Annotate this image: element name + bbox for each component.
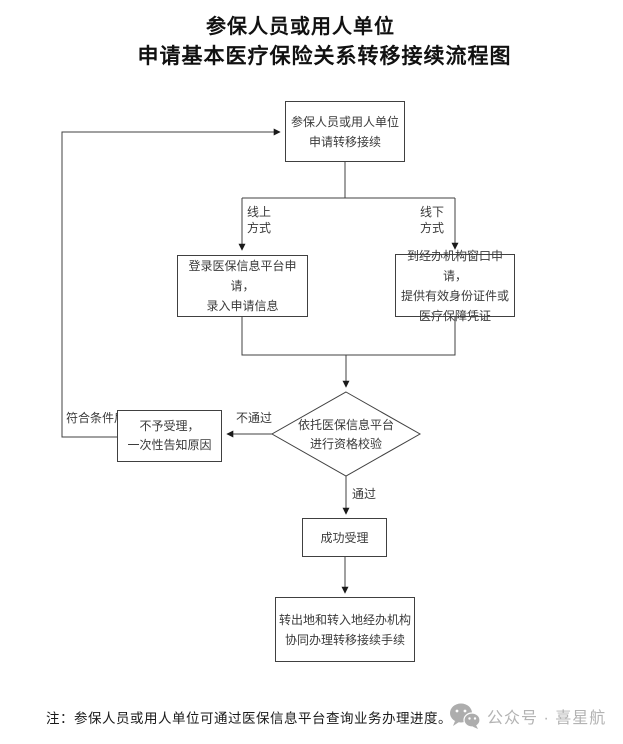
label-pass: 通过 — [352, 487, 377, 501]
node-start-apply: 参保人员或用人单位 申请转移接续 — [285, 101, 405, 162]
wechat-icon — [450, 703, 481, 729]
label-online-method: 线上 方式 — [247, 205, 272, 235]
node-accept: 成功受理 — [302, 518, 387, 557]
footer-note: 注：参保人员或用人单位可通过医保信息平台查询业务办理进度。 — [46, 711, 452, 726]
label-requalify: 符合条件后 — [66, 411, 127, 425]
page-title-line1: 参保人员或用人单位 — [206, 16, 395, 38]
label-offline-method: 线下 方式 — [420, 205, 445, 235]
label-fail: 不通过 — [236, 411, 273, 425]
node-online-apply: 登录医保信息平台申请， 录入申请信息 — [177, 255, 308, 317]
node-qualification-check: 依托医保信息平台 进行资格校验 — [297, 418, 394, 451]
node-reject: 不予受理， 一次性告知原因 — [117, 410, 222, 462]
watermark-text: 公众号 · 喜星航 — [487, 710, 607, 727]
node-final-transfer: 转出地和转入地经办机构 协同办理转移接续手续 — [275, 597, 415, 662]
watermark: 公众号 · 喜星航 — [449, 702, 606, 730]
edge-merge-bar — [241, 317, 456, 356]
edge-requalify-feedback — [61, 128, 281, 438]
page-title-line2: 申请基本医疗保险关系转移接续流程图 — [137, 45, 512, 68]
node-offline-apply: 到经办机构窗口申请， 提供有效身份证件或 医疗保障凭证 — [395, 249, 515, 323]
